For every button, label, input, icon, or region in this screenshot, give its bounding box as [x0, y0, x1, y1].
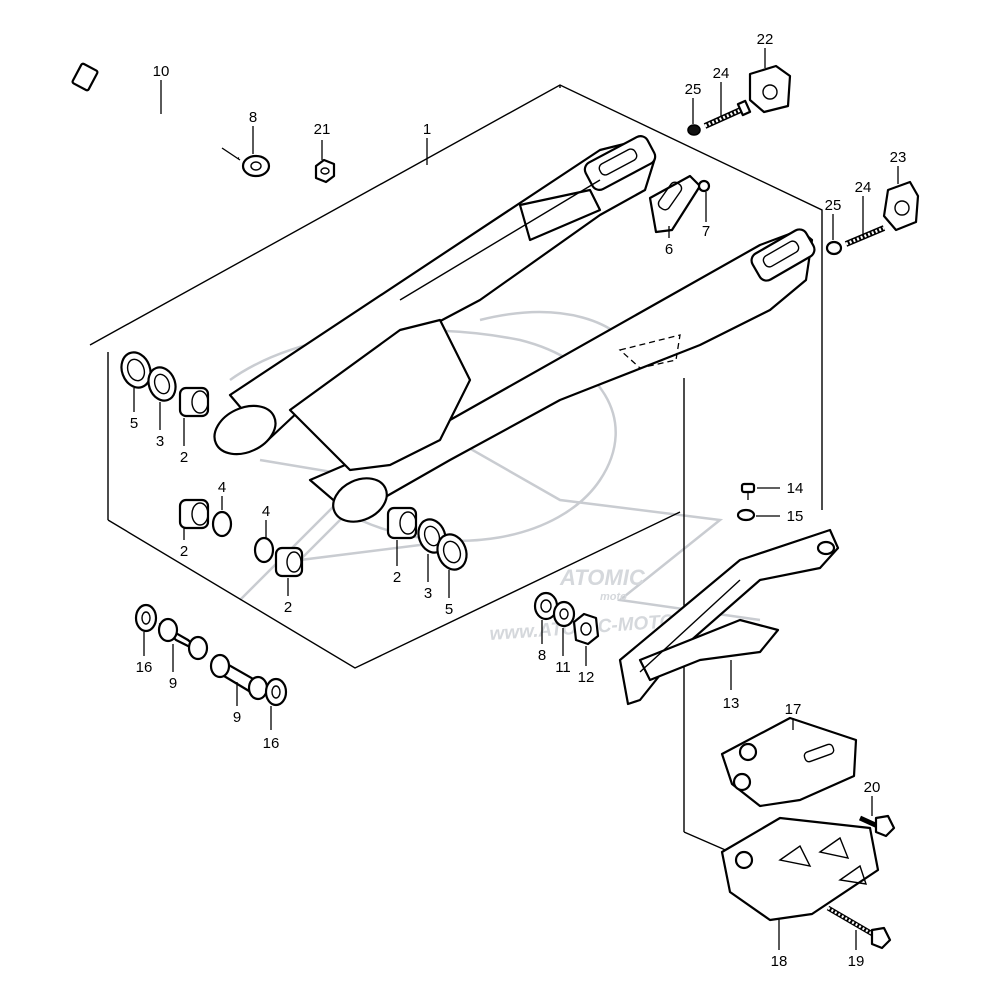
swingarm: [213, 135, 816, 523]
collar-9-right: [209, 653, 269, 701]
bolt-19: [826, 905, 892, 950]
callout-16-right: 16: [263, 735, 280, 752]
screw-14: [740, 482, 756, 500]
screw-7: [697, 179, 711, 193]
callout-8-bottom: 8: [538, 647, 546, 664]
watermark-logo-sub: moto: [600, 591, 627, 603]
chain-guide-17: [720, 716, 858, 808]
callout-22: 22: [757, 31, 774, 48]
adjuster-block-22: [748, 64, 792, 114]
nut-21: [314, 158, 336, 184]
callout-19: 19: [848, 953, 865, 970]
adjuster-bolt-24-bottom: [844, 225, 886, 247]
callout-1: 1: [423, 121, 431, 138]
pivot-seal-5-left: [120, 351, 152, 389]
leader-lines: [133, 48, 899, 950]
pivot-bolt-10: [71, 62, 241, 161]
callout-13: 13: [723, 695, 740, 712]
chain-guide-18: [720, 816, 880, 922]
callout-12: 12: [578, 669, 595, 686]
washer-8-top-hole: [250, 161, 262, 171]
spacer-4-a: [211, 510, 233, 538]
callout-20: 20: [864, 779, 881, 796]
adjuster-bolt-24-top: [703, 99, 752, 129]
callout-17: 17: [785, 701, 802, 718]
washer-15: [736, 508, 756, 522]
callout-9-left: 9: [169, 675, 177, 692]
callout-2-a: 2: [180, 449, 188, 466]
washer-16-left: [134, 603, 158, 633]
callout-5-right: 5: [445, 601, 453, 618]
watermark-logo: ATOMIC: [559, 565, 646, 590]
chain-adjuster-plate-6: [648, 174, 702, 234]
assembly-frame: [89, 84, 823, 853]
pivot-seal-5-right: [436, 533, 468, 571]
callout-2-d: 2: [393, 569, 401, 586]
washer-16-right: [264, 677, 288, 707]
nut-12: [572, 612, 600, 646]
callout-10: 10: [153, 63, 170, 80]
needle-bearing-2-b: [178, 498, 210, 530]
collar-9-left: [157, 617, 209, 661]
callout-15: 15: [787, 508, 804, 525]
washer-25-top: [687, 124, 701, 136]
chain-slider-13: [618, 528, 840, 706]
callout-3-right: 3: [424, 585, 432, 602]
bolt-20: [858, 814, 896, 838]
callout-21: 21: [314, 121, 331, 138]
callout-5-left: 5: [130, 415, 138, 432]
callout-labels: 10 8 21 1 22 24 25 23 24 25 6 7 5 3 2 4 …: [130, 31, 907, 970]
callout-2-b: 2: [180, 543, 188, 560]
callout-4-a: 4: [218, 479, 226, 496]
callout-11: 11: [555, 659, 571, 676]
needle-bearing-2-c: [274, 546, 304, 578]
callout-3-left: 3: [156, 433, 164, 450]
callout-2-c: 2: [284, 599, 292, 616]
spacer-4-b: [253, 536, 275, 564]
adjuster-block-23: [882, 180, 920, 232]
callout-8-top: 8: [249, 109, 257, 126]
callout-14: 14: [787, 480, 804, 497]
callout-9-right: 9: [233, 709, 241, 726]
callout-24-bottom: 24: [855, 179, 872, 196]
callout-24-top: 24: [713, 65, 730, 82]
needle-bearing-2-a: [178, 386, 210, 418]
pivot-ring-3-left: [147, 366, 177, 402]
callout-16-left: 16: [136, 659, 153, 676]
callout-7: 7: [702, 223, 710, 240]
needle-bearing-2-d: [386, 506, 418, 540]
washer-11: [552, 600, 576, 628]
callout-25-bottom: 25: [825, 197, 842, 214]
callout-6: 6: [665, 241, 673, 258]
washer-8-top: [241, 154, 271, 178]
callout-4-b: 4: [262, 503, 270, 520]
callout-25-top: 25: [685, 81, 702, 98]
washer-25-bottom: [825, 240, 843, 256]
callout-18: 18: [771, 953, 788, 970]
callout-23: 23: [890, 149, 907, 166]
